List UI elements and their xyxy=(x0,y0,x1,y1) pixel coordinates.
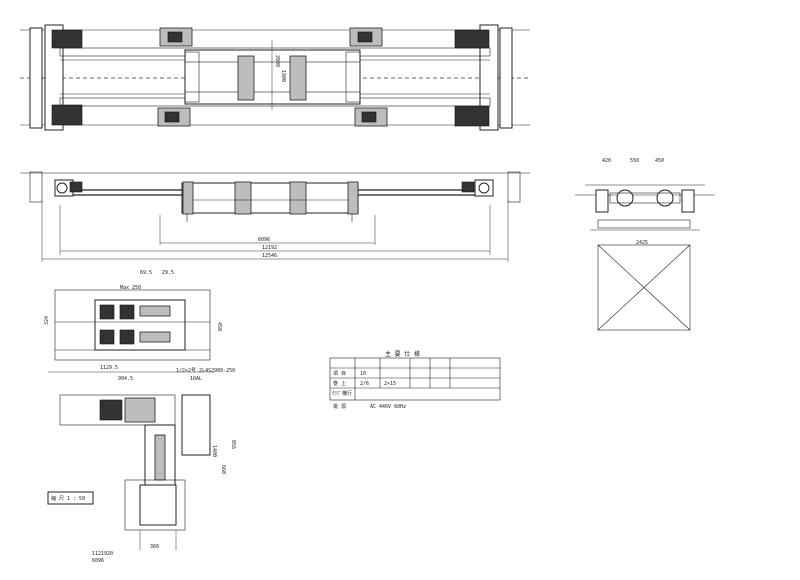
trolley-dim-5: 450 xyxy=(216,322,222,331)
spec-row-3: ｸﾗﾌﾞ横行 xyxy=(332,390,352,397)
trolley-dim-4: 324 xyxy=(44,316,50,325)
wheel-assembly-tl xyxy=(51,27,193,49)
spec-power: AC 440V 60Hz xyxy=(370,404,406,410)
spec-row-2-v: 2/6 xyxy=(360,381,369,387)
plan-dim-2: 1800 xyxy=(280,70,286,82)
side-dim-2: 12192 xyxy=(262,245,277,251)
side-dim-1: 6096 xyxy=(258,237,270,243)
end-dim-4: 2425 xyxy=(636,240,648,246)
side-elevation: 6096 12192 12546 xyxy=(20,171,530,262)
hoist-dim-1: 1129.5 xyxy=(100,365,118,371)
scale-stamp-text: 縮 尺 1 : 50 xyxy=(51,495,85,502)
side-dim-3: 12546 xyxy=(262,253,277,259)
trolley-dim-2: 29.5 xyxy=(162,270,174,276)
trolley-dim-3: Max 250 xyxy=(120,285,141,291)
plan-view: 2000 1800 xyxy=(20,24,530,131)
end-dim-3: 450 xyxy=(655,158,664,164)
hoist-footnote-2: 6096 xyxy=(92,558,104,564)
hoist-callout-sub: 10AL xyxy=(190,376,202,382)
trolley-detail: 69.5 29.5 Max 250 324 450 xyxy=(44,270,222,361)
hoist-dim-4: 856 xyxy=(230,440,236,449)
spec-row-2-v2: 2×15 xyxy=(384,381,396,387)
spec-table: 主 要 仕 様 項 目 10 巻 上 2/6 2×15 ｸﾗﾌﾞ横行 電 源 A… xyxy=(329,350,501,410)
hoist-dim-2: 904.5 xyxy=(118,376,133,382)
wheel-assembly-br xyxy=(354,105,490,127)
spec-row-2: 巻 上 xyxy=(333,380,346,387)
spec-row-1: 項 目 xyxy=(333,371,346,377)
wheel-assembly-tr xyxy=(349,27,490,49)
end-view: 420 550 450 2425 xyxy=(575,158,715,331)
spec-power-label: 電 源 xyxy=(333,403,346,410)
hoist-callout: 1/2×2号 2L4S2980-250 xyxy=(176,368,235,374)
plan-dim-1: 2000 xyxy=(274,55,280,67)
hoist-dim-3: 1400 xyxy=(211,445,217,457)
scale-stamp: 縮 尺 1 : 50 xyxy=(47,491,94,505)
hoist-footnote-1: 1121920 xyxy=(92,551,113,557)
wheel-assembly-bl xyxy=(51,104,191,127)
hoist-detail: 1129.5 904.5 1/2×2号 2L4S2980-250 10AL 36… xyxy=(48,365,236,564)
end-dim-1: 420 xyxy=(602,158,611,164)
spec-row-1-v: 10 xyxy=(360,371,366,377)
hoist-dim-5: 660 xyxy=(220,465,226,474)
hoist-dim-6: 360 xyxy=(150,544,159,550)
spec-table-header: 主 要 仕 様 xyxy=(385,350,420,358)
end-dim-2: 550 xyxy=(630,158,639,164)
trolley-dim-1: 69.5 xyxy=(140,270,152,276)
